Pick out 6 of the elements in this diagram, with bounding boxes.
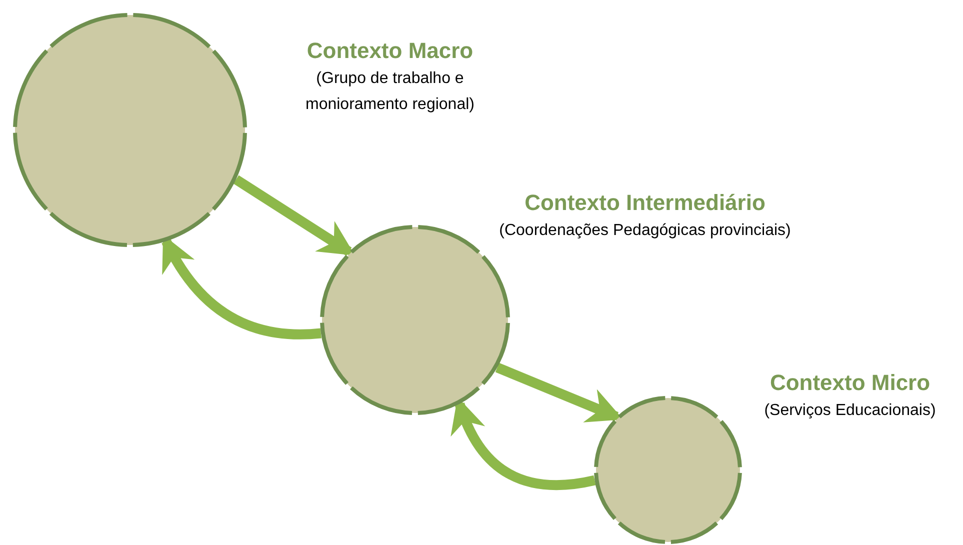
heading: Contexto Macro bbox=[306, 37, 474, 65]
description: (Serviços Educacionais) bbox=[764, 401, 936, 421]
description: (Grupo de trabalho e monioramento regional) bbox=[304, 69, 476, 115]
heading: Contexto Micro bbox=[770, 369, 930, 397]
heading: Contexto Intermediário bbox=[524, 189, 766, 217]
description: (Coordenações Pedagógicas provinciais) bbox=[499, 221, 791, 241]
